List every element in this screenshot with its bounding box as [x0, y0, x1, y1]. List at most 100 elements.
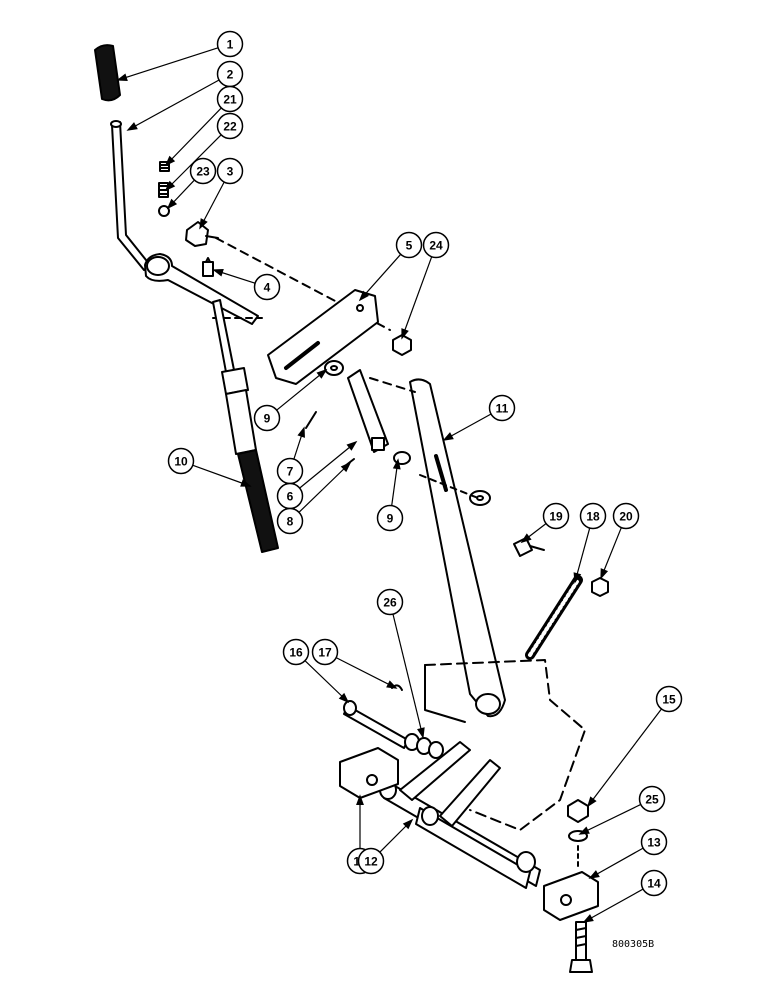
leader-arrowhead	[356, 794, 364, 806]
callout-circle	[167, 447, 195, 475]
callout-circle	[276, 507, 304, 535]
leader-line	[401, 257, 433, 339]
callout-circle	[376, 588, 404, 616]
callout-number: 16	[289, 646, 303, 660]
callout-circle	[655, 685, 683, 713]
link-part	[347, 369, 389, 453]
callout-circle	[640, 828, 668, 856]
callout-number: 11	[496, 402, 509, 416]
leader-arrowhead	[442, 432, 454, 441]
block-parts	[339, 747, 599, 921]
leader-arrowhead	[392, 458, 401, 470]
callout-number: 23	[196, 165, 210, 179]
leader-arrowhead	[340, 461, 352, 473]
leader-arrowhead	[346, 440, 358, 451]
callout-circle	[357, 847, 385, 875]
callout-circle	[612, 502, 640, 530]
callout-circle	[216, 112, 244, 140]
callout-circle	[542, 502, 570, 530]
leader-arrowhead	[166, 198, 178, 210]
spring-hardware-parts	[513, 537, 609, 660]
callout-number: 5	[406, 239, 413, 253]
callout-16: 16	[282, 638, 310, 666]
callout-23: 23	[189, 157, 217, 185]
callout-number: 22	[223, 120, 237, 134]
callout-circle	[216, 157, 244, 185]
leader-line	[117, 47, 218, 81]
pivot-shaft-part	[144, 237, 391, 331]
leader-arrowhead	[582, 914, 594, 923]
lever-rod-part	[110, 120, 151, 271]
lever-arm-part	[369, 377, 506, 718]
callout-11: 11	[488, 394, 516, 422]
callout-number: 10	[174, 455, 188, 469]
leader-line	[276, 369, 327, 411]
leader-arrowhead	[199, 218, 208, 230]
callout-19: 19	[542, 502, 570, 530]
callout-number: 1	[227, 38, 234, 52]
callout-number: 15	[662, 693, 676, 707]
leader-line	[583, 888, 643, 923]
control-cable-part	[212, 299, 279, 553]
callout-8: 8	[276, 507, 304, 535]
leader-arrowhead	[386, 680, 398, 689]
callout-number: 13	[647, 836, 661, 850]
leader-arrowhead	[588, 870, 600, 879]
bracket-outline	[424, 659, 586, 831]
leader-line	[359, 254, 401, 301]
leader-line	[579, 804, 641, 835]
callout-number: 3	[227, 165, 234, 179]
callout-number: 26	[383, 596, 397, 610]
callout-20: 20	[612, 502, 640, 530]
callout-circle	[422, 231, 450, 259]
callout-15: 15	[655, 685, 683, 713]
callout-circle	[216, 30, 244, 58]
leader-line	[304, 660, 349, 703]
callout-circle	[189, 157, 217, 185]
callout-number: 9	[264, 412, 271, 426]
callout-circle	[638, 785, 666, 813]
callout-number: 9	[387, 512, 394, 526]
leader-line	[165, 107, 222, 166]
leader-line	[336, 657, 397, 689]
leader-arrowhead	[164, 155, 176, 167]
leader-arrowhead	[578, 826, 590, 835]
leader-line	[193, 464, 251, 487]
callout-number: 12	[364, 855, 378, 869]
callout-5: 5	[395, 231, 423, 259]
leader-line	[589, 847, 643, 879]
callout-circle	[253, 404, 281, 432]
leader-line	[299, 441, 357, 489]
callout-12: 12	[357, 847, 385, 875]
leader-line	[574, 528, 591, 583]
leader-arrowhead	[212, 269, 224, 277]
small-spring-parts	[158, 161, 170, 217]
leader-arrowhead	[520, 533, 532, 544]
grip-part	[94, 44, 121, 102]
leader-line	[298, 462, 351, 513]
callout-6: 6	[276, 482, 304, 510]
leader-arrowhead	[401, 328, 409, 340]
callout-number: 6	[287, 490, 294, 504]
callout-1: 1	[216, 30, 244, 58]
callout-9: 9	[253, 404, 281, 432]
callout-14: 14	[640, 869, 668, 897]
callout-number: 25	[645, 793, 659, 807]
leader-arrowhead	[297, 426, 305, 438]
callout-number: 7	[287, 465, 294, 479]
leader-arrowhead	[573, 572, 582, 584]
callout-number: 18	[586, 510, 600, 524]
clevis-pin-parts	[343, 684, 444, 759]
leader-arrowhead	[164, 180, 176, 192]
shift-plate-part	[267, 289, 379, 385]
callout-25: 25	[638, 785, 666, 813]
leader-arrowhead	[417, 727, 425, 739]
callout-circle	[311, 638, 339, 666]
leader-arrowhead	[126, 122, 138, 131]
pin-parts	[305, 411, 355, 467]
callout-number: 20	[619, 510, 633, 524]
callout-circle	[253, 273, 281, 301]
leader-line	[587, 709, 662, 807]
callout-circle	[395, 231, 423, 259]
